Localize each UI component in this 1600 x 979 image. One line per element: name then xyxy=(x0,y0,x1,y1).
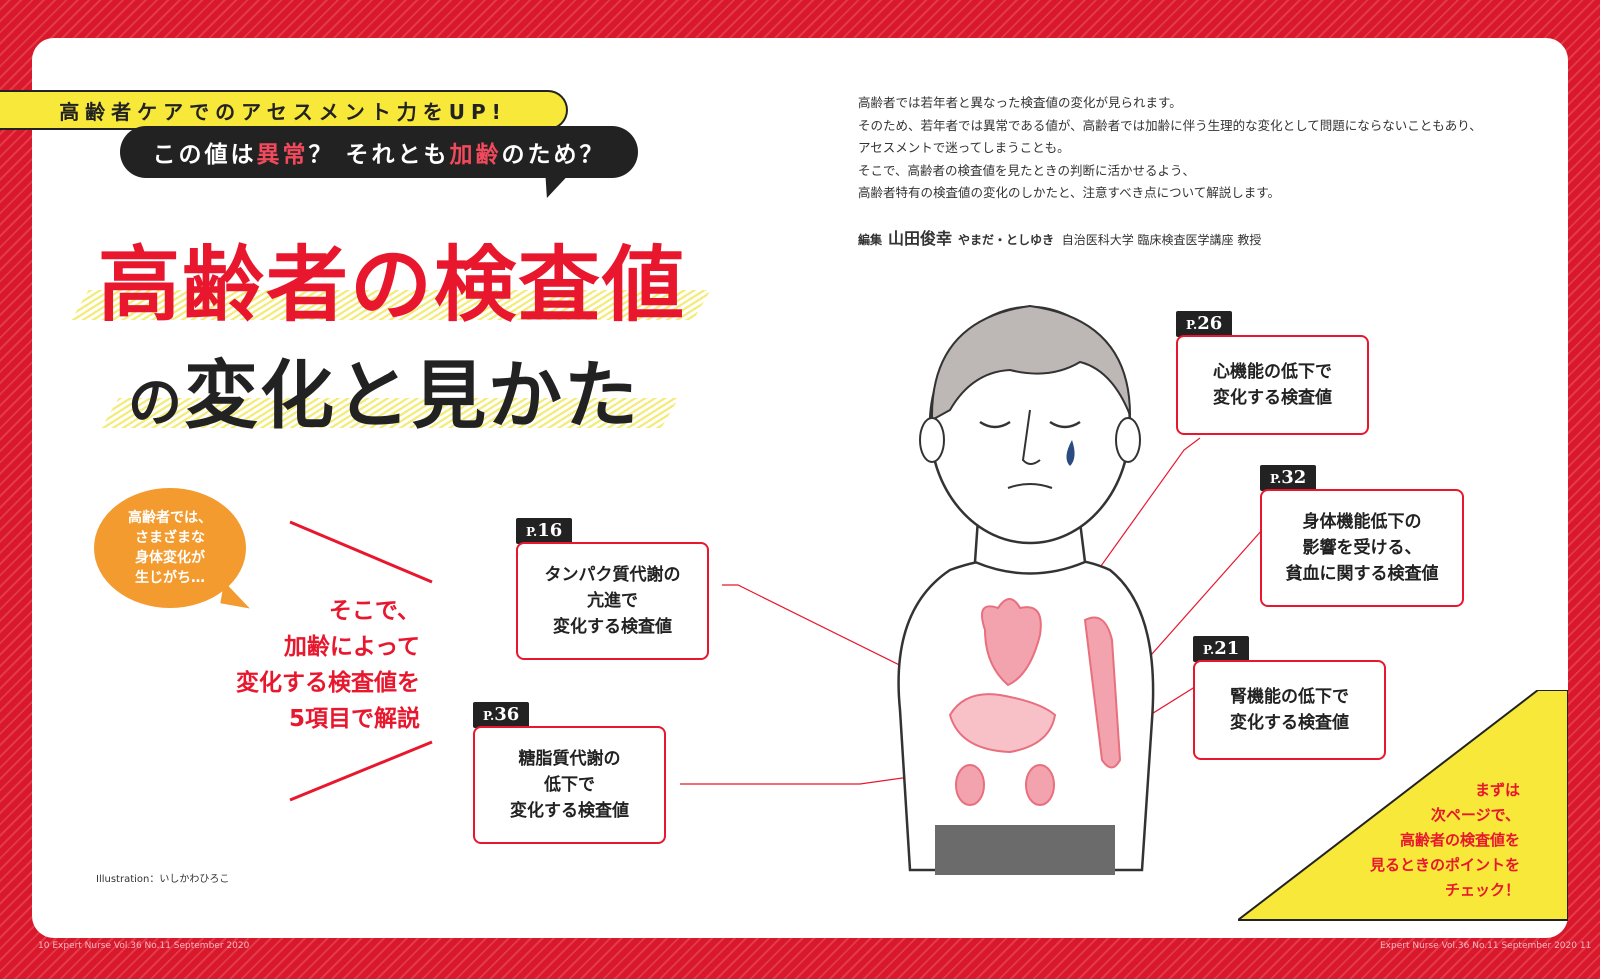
intro-line: 高齢者では若年者と異なった検査値の変化が見られます。 xyxy=(858,95,1182,110)
accent-line-bottom xyxy=(289,740,433,802)
bubble-line: 高齢者では、 xyxy=(128,510,212,526)
editor-kana: やまだ・としゆき xyxy=(958,233,1055,247)
card-anemia[interactable]: 身体機能低下の影響を受ける、貧血に関する検査値 xyxy=(1260,489,1464,607)
accent-line-top xyxy=(289,520,433,584)
title-particle: の xyxy=(128,371,184,434)
intro-text: 高齢者では若年者と異なった検査値の変化が見られます。 そのため、若年者では異常で… xyxy=(858,92,1538,205)
title-main: 変化と見かた xyxy=(184,353,640,439)
liver xyxy=(948,693,1057,754)
editor-credit: 編集山田俊幸やまだ・としゆき 自治医科大学 臨床検査医学講座 教授 xyxy=(858,225,1261,249)
intro-line: そこで、高齢者の検査値を見たときの判断に活かせるよう、 xyxy=(858,162,1196,178)
illustration-credit: Illustration：いしかわひろこ xyxy=(96,874,230,885)
bubble-highlight-aging: 加齢 xyxy=(449,142,502,168)
left-kidney xyxy=(955,764,985,806)
card-renal-function[interactable]: 腎機能の低下で変化する検査値 xyxy=(1193,660,1386,760)
orange-speech-bubble: 高齢者では、 さまざまな 身体変化が 生じがち… xyxy=(94,488,246,608)
bubble-line: 身体変化が xyxy=(135,550,205,566)
editor-label: 編集 xyxy=(858,233,883,247)
intro-line: そのため、若年者では異常である値が、高齢者では加齢に伴う生理的な変化として問題に… xyxy=(858,117,1482,133)
page-tag-16: P.16 xyxy=(516,518,573,544)
card-glycolipid-metabolism[interactable]: 糖脂質代謝の低下で変化する検査値 xyxy=(473,726,666,844)
card-cardiac-function[interactable]: 心機能の低下で変化する検査値 xyxy=(1176,335,1369,435)
mouth xyxy=(1007,483,1053,489)
page-tag-21: P.21 xyxy=(1193,636,1250,662)
bubble-line: 生じがち… xyxy=(135,570,205,586)
question-bubble: この値は異常？ それとも加齢のため？ xyxy=(120,126,638,178)
caption-line: 5項目で解説 xyxy=(288,706,420,732)
hair xyxy=(930,304,1131,422)
caption-line: 加齢によって xyxy=(283,634,420,660)
page-tag-36: P.36 xyxy=(473,702,530,728)
footer-left: 10 Expert Nurse Vol.36 No.11 September 2… xyxy=(38,941,250,951)
bubble-text-post: のため？ xyxy=(501,142,606,168)
pants xyxy=(935,825,1115,875)
nose xyxy=(1021,409,1041,465)
right-kidney xyxy=(1025,764,1055,806)
right-eye xyxy=(1049,420,1081,429)
intro-line: 高齢者特有の検査値の変化のしかたと、注意すべき点について解説します。 xyxy=(858,185,1281,200)
bubble-line: さまざまな xyxy=(135,530,205,546)
corner-note[interactable]: まずは 次ページで、 高齢者の検査値を 見るときのポイントを チェック！ xyxy=(1369,781,1520,899)
caption-line: 変化する検査値を xyxy=(236,670,420,696)
page-tag-26: P.26 xyxy=(1176,311,1233,337)
title-line-1: 高齢者の検査値 xyxy=(98,238,687,333)
bubble-text-pre: この値は xyxy=(152,142,257,168)
bubble-text-mid: ？ それとも xyxy=(308,142,450,168)
left-eye xyxy=(979,420,1011,429)
title-line-2: の変化と見かた xyxy=(128,336,640,443)
page-tag-32: P.32 xyxy=(1260,465,1317,491)
elderly-man-illustration xyxy=(897,304,1155,875)
card-protein-metabolism[interactable]: タンパク質代謝の亢進で変化する検査値 xyxy=(516,542,709,660)
footer-right: Expert Nurse Vol.36 No.11 September 2020… xyxy=(1380,941,1592,951)
corner-triangle xyxy=(1238,690,1568,921)
heart xyxy=(981,598,1042,687)
editor-name: 山田俊幸 xyxy=(888,229,953,248)
arm-muscle xyxy=(1083,616,1122,769)
leader-16 xyxy=(722,584,971,701)
sweat-drop xyxy=(1066,440,1075,466)
bubble-highlight-abnormal: 異常 xyxy=(256,142,309,168)
editor-affiliation: 自治医科大学 臨床検査医学講座 教授 xyxy=(1061,233,1262,247)
intro-line: アセスメントで迷ってしまうことも。 xyxy=(858,140,1070,155)
caption-line: そこで、 xyxy=(328,598,420,624)
red-caption: そこで、 加齢によって 変化する検査値を 5項目で解説 xyxy=(200,593,420,737)
